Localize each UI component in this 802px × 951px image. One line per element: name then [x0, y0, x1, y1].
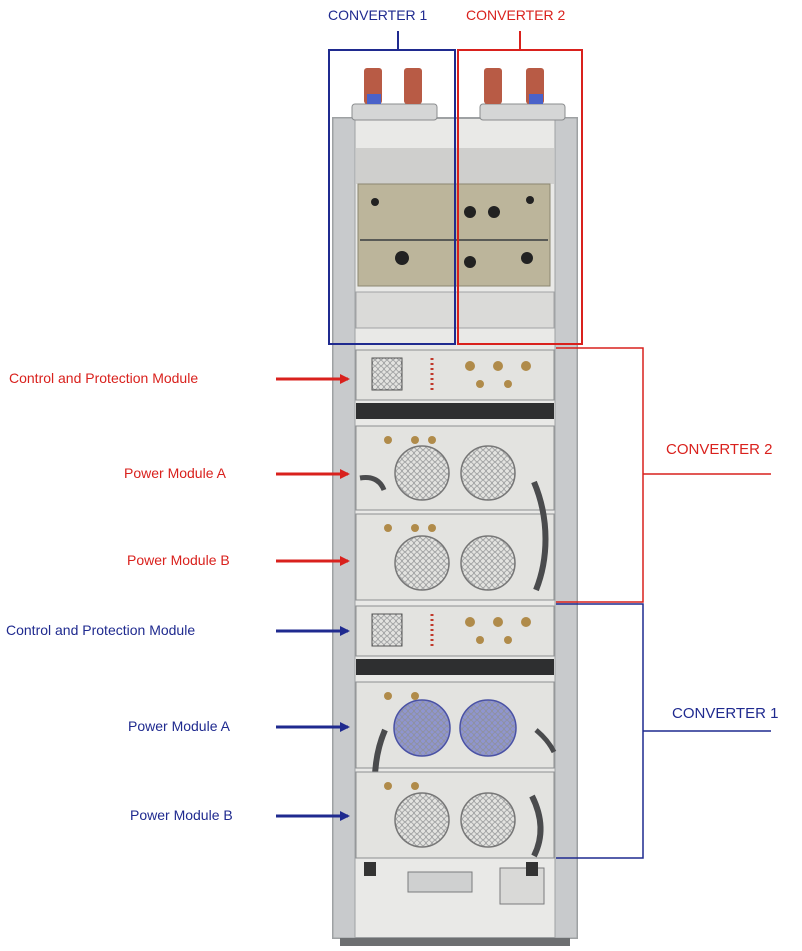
connector — [411, 782, 419, 790]
busbar-hole — [488, 206, 500, 218]
copper-busbar — [484, 68, 502, 104]
fan-grill — [395, 701, 449, 755]
busbar-hole — [464, 206, 476, 218]
connector — [521, 617, 531, 627]
fan-icon — [394, 535, 450, 591]
fan-icon — [394, 792, 450, 848]
connector — [411, 692, 419, 700]
busbar-hole — [526, 196, 534, 204]
busbar-hole — [464, 256, 476, 268]
connector — [465, 617, 475, 627]
insulator — [367, 94, 381, 104]
fan-icon — [371, 357, 403, 391]
connector — [384, 436, 392, 444]
cable — [531, 480, 549, 592]
terminal-base-right — [479, 103, 566, 121]
cable — [534, 728, 557, 754]
fan-icon — [460, 445, 516, 501]
dc-terminals — [351, 68, 566, 121]
converter1-side-label: CONVERTER 1 — [672, 705, 779, 722]
converter2-side-label: CONVERTER 2 — [666, 441, 773, 458]
control-protection-module-c2 — [355, 349, 555, 419]
connector — [384, 524, 392, 532]
module-rail — [356, 659, 554, 675]
connector — [465, 361, 475, 371]
connector — [428, 524, 436, 532]
converter1-top-label: CONVERTER 1 — [328, 7, 428, 23]
connector — [428, 436, 436, 444]
power-module-a-c2 — [355, 425, 555, 511]
fan-grill — [461, 701, 515, 755]
connector — [476, 380, 484, 388]
fan-icon — [371, 613, 403, 647]
busbar-hole — [395, 251, 409, 265]
copper-busbar — [404, 68, 422, 104]
fan-icon — [460, 535, 516, 591]
terminal-base-left — [351, 103, 438, 121]
bottom-terminal-block — [364, 862, 545, 905]
cabinet-feet — [340, 938, 570, 946]
insulator — [529, 94, 543, 104]
module-rail — [356, 403, 554, 419]
connector — [411, 436, 419, 444]
connector — [521, 361, 531, 371]
cable — [359, 475, 387, 492]
module-label-power-b-c2: Power Module B — [127, 552, 230, 568]
terminal-clamp — [526, 862, 538, 876]
power-module-a-c1 — [355, 681, 557, 822]
connector — [493, 617, 503, 627]
connector — [384, 692, 392, 700]
converter1-top-box — [328, 49, 456, 345]
connector — [504, 636, 512, 644]
fan-icon — [394, 445, 450, 501]
busbar-hole — [521, 252, 533, 264]
module-label-power-a-c1: Power Module A — [128, 718, 230, 734]
terminal-clamp — [364, 862, 376, 876]
module-label-control-protection-c2: Control and Protection Module — [9, 370, 199, 386]
module-label-control-protection-c1: Control and Protection Module — [6, 622, 196, 638]
module-label-power-a-c2: Power Module A — [124, 465, 226, 481]
power-module-b-c2 — [355, 480, 555, 601]
converter2-bracket — [556, 347, 644, 603]
terminal-strip — [407, 871, 473, 893]
converter2-top-label: CONVERTER 2 — [466, 7, 566, 23]
connector — [411, 524, 419, 532]
cable — [529, 794, 544, 858]
fan-icon — [460, 792, 516, 848]
module-label-power-b-c1: Power Module B — [130, 807, 233, 823]
connector — [493, 361, 503, 371]
connector — [504, 380, 512, 388]
connector — [384, 782, 392, 790]
connector — [476, 636, 484, 644]
cabinet-right-post — [554, 117, 578, 939]
busbar-hole — [371, 198, 379, 206]
control-protection-module-c1 — [355, 605, 555, 675]
power-module-b-c1 — [355, 771, 555, 859]
